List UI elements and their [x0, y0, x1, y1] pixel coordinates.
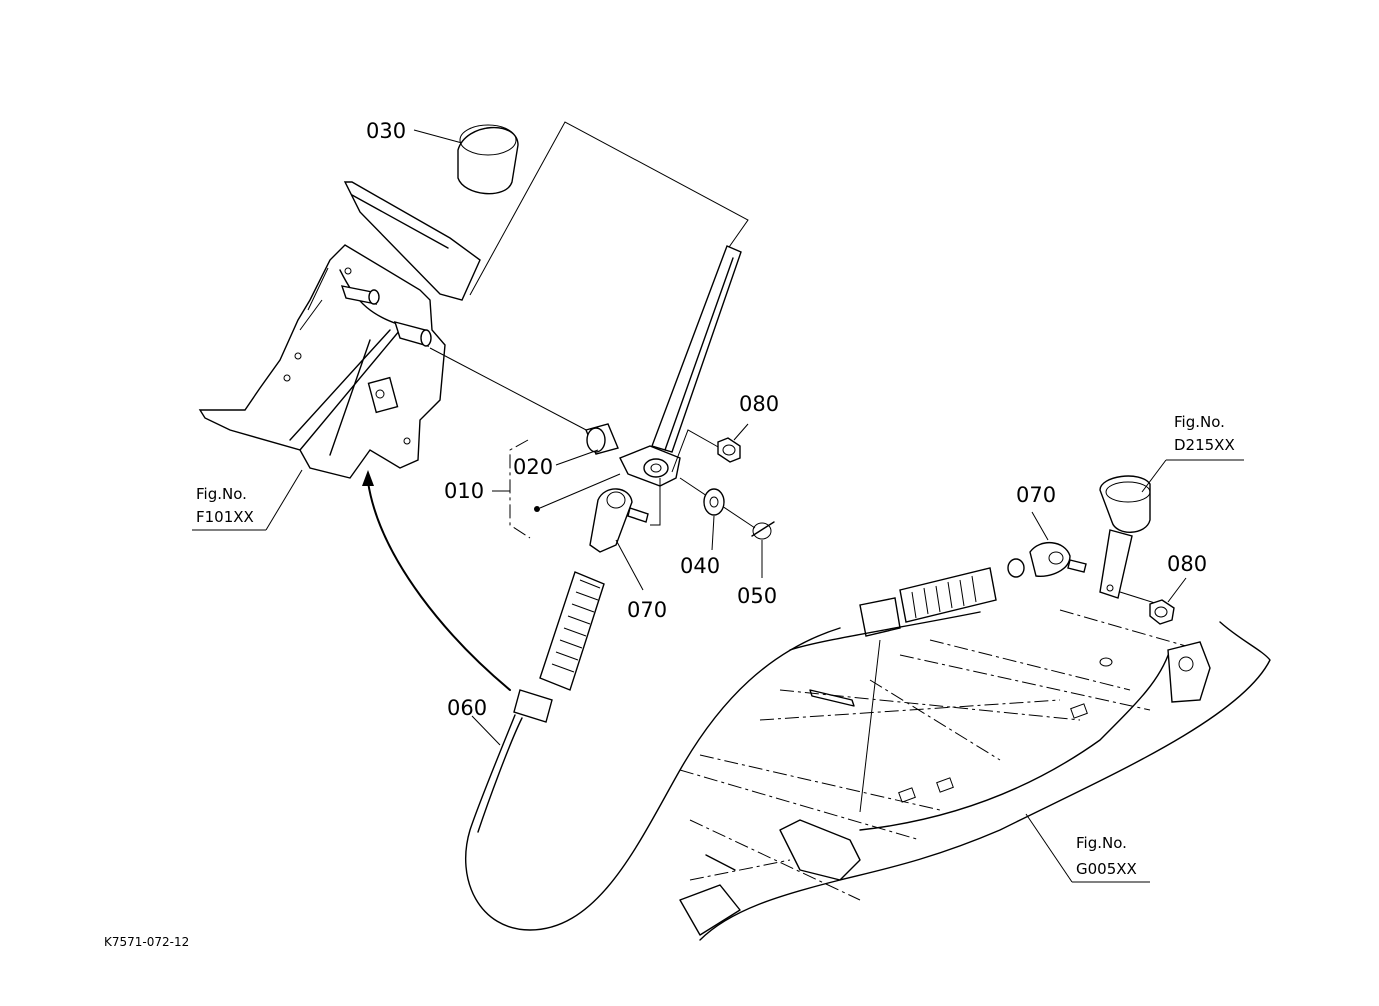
part-label-010: 010 [444, 479, 485, 503]
rod-end-left [465, 488, 841, 931]
pivot-leader [429, 347, 591, 433]
rod-end-right [859, 542, 1087, 813]
pedal-pad [413, 124, 519, 195]
nut-lower [1149, 599, 1175, 625]
routing-arrow [362, 470, 511, 691]
part-label-040: 040 [680, 554, 721, 578]
exploded-frame [469, 121, 749, 296]
label-leaders [192, 423, 1187, 603]
figref-f101-line2: F101XX [196, 508, 254, 526]
nut-upper [717, 437, 741, 463]
figref-d215-line2: D215XX [1174, 436, 1235, 454]
pedal-bracket [198, 181, 481, 479]
figref-f101-line1: Fig.No. [196, 485, 247, 503]
part-label-050: 050 [737, 584, 778, 608]
figref-g005-line1: Fig.No. [1076, 834, 1127, 852]
figref-g005-line2: G005XX [1076, 860, 1137, 878]
part-label-030: 030 [366, 119, 407, 143]
part-label-060: 060 [447, 696, 488, 720]
bushing [555, 423, 619, 466]
part-label-080-lower: 080 [1167, 552, 1208, 576]
part-label-070-left: 070 [627, 598, 668, 622]
hub-leader [650, 478, 661, 526]
snap-pin [751, 521, 775, 578]
arm-d215 [1099, 459, 1244, 605]
drawing-code: K7571-072-12 [104, 935, 190, 949]
frame-g005 [679, 609, 1271, 941]
washer [703, 488, 725, 551]
part-label-070-right: 070 [1016, 483, 1057, 507]
part-label-080-upper: 080 [739, 392, 780, 416]
nut-leader-a [671, 429, 721, 473]
figref-d215-line1: Fig.No. [1174, 413, 1225, 431]
part-label-020: 020 [513, 455, 554, 479]
group-010-bracket [492, 439, 621, 539]
pedal-lever [619, 245, 742, 487]
